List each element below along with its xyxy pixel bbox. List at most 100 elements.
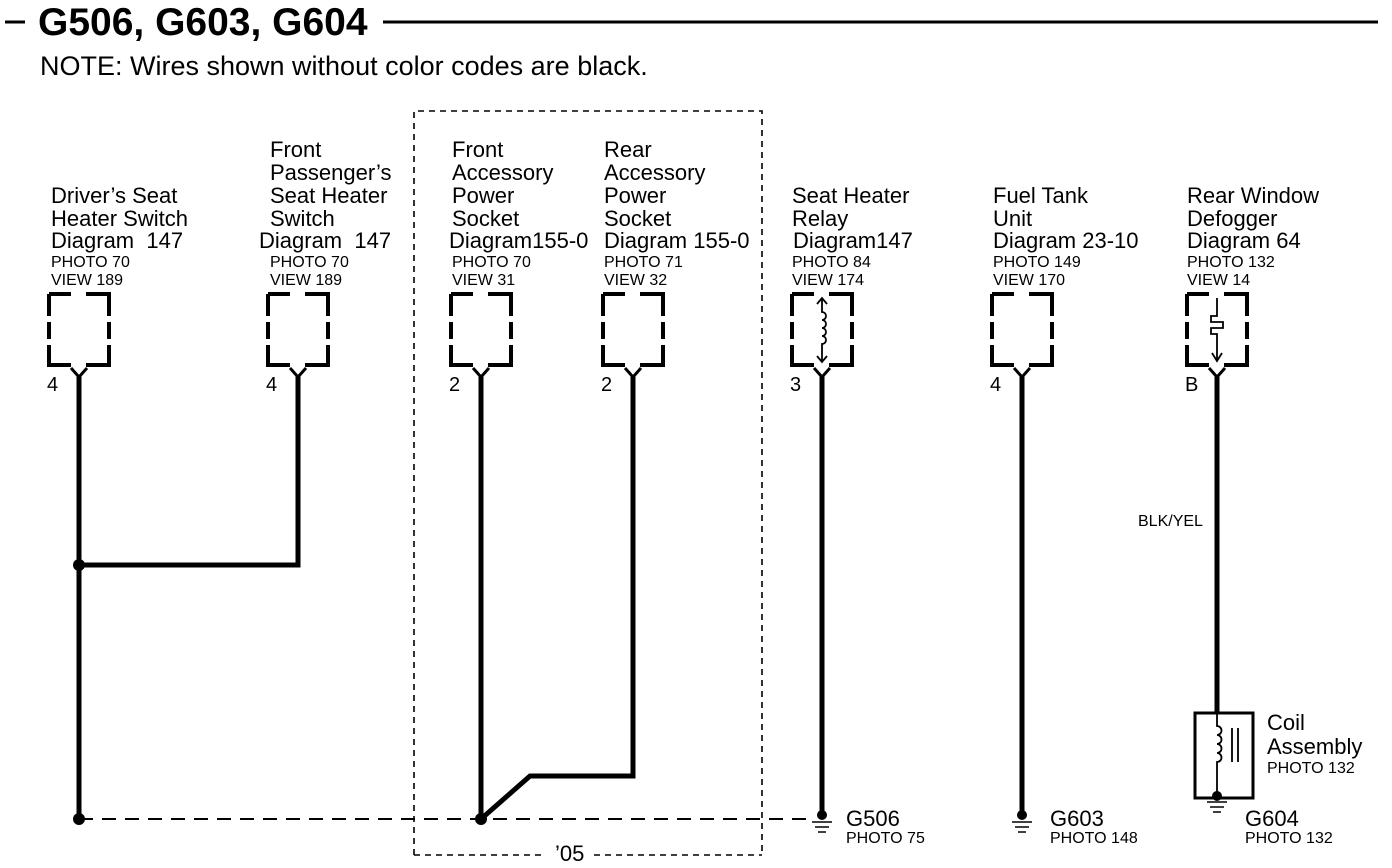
component-rear-window-defogger: Rear Window Defogger Diagram 64 PHOTO 13…: [1185, 183, 1319, 396]
terminal-symbol: [1012, 367, 1032, 380]
splice-dot: [73, 559, 85, 571]
component-name-line: Driver’s Seat: [51, 183, 177, 208]
ground-point: [1017, 810, 1027, 820]
view-reference: VIEW 14: [1187, 272, 1250, 289]
component-name-line: Socket: [604, 206, 671, 231]
ground-photo-reference: PHOTO 148: [1050, 830, 1138, 847]
option-region-outline: [413, 110, 763, 855]
view-reference: VIEW 32: [604, 272, 667, 289]
pin-number: 4: [47, 374, 58, 396]
coil-assembly-photo-reference: PHOTO 132: [1267, 760, 1355, 777]
ground-g604: G604 PHOTO 132: [1207, 791, 1333, 847]
inductor-icon: [1216, 713, 1223, 795]
component-name-line: Switch: [270, 206, 335, 231]
wiring: BLK/YEL: [73, 376, 1220, 825]
component-name-line: Front: [452, 137, 503, 162]
photo-reference: PHOTO 70: [51, 254, 130, 271]
component-name-line: Defogger: [1187, 206, 1278, 231]
component-name-line: Socket: [452, 206, 519, 231]
double-arrow-icon: [816, 296, 828, 364]
component-name-line: Heater Switch: [51, 206, 188, 231]
view-reference: VIEW 174: [792, 272, 864, 289]
splice-dot: [73, 813, 85, 825]
component-name-line: Accessory: [452, 160, 553, 185]
view-reference: VIEW 189: [51, 272, 123, 289]
coil-assembly-outline: [1193, 711, 1255, 800]
component-name-line: Unit: [993, 206, 1032, 231]
pin-number: 2: [449, 374, 460, 396]
connector-outline: [47, 292, 111, 367]
view-reference: VIEW 189: [270, 272, 342, 289]
component-name-line: Front: [270, 137, 321, 162]
page-title: G506, G603, G604: [38, 1, 368, 44]
pin-number: 4: [266, 374, 277, 396]
photo-reference: PHOTO 70: [270, 254, 349, 271]
splice-dot: [475, 813, 487, 825]
component-rear-accessory-power-socket: Rear Accessory Power Socket Diagram 155-…: [601, 137, 750, 396]
connector-outline: [990, 292, 1054, 367]
ground-g603: G603 PHOTO 148: [1012, 806, 1138, 847]
diagram-reference: Diagram147: [793, 228, 913, 253]
ground-name: G604: [1245, 806, 1299, 831]
ground-name: G506: [846, 806, 900, 831]
component-fuel-tank-unit: Fuel Tank Unit Diagram 23-10 PHOTO 149 V…: [990, 183, 1139, 396]
wire-color-note: NOTE: Wires shown without color codes ar…: [40, 51, 648, 81]
component-front-accessory-power-socket: Front Accessory Power Socket Diagram155-…: [449, 137, 588, 396]
photo-reference: PHOTO 84: [792, 254, 871, 271]
component-drivers-seat-heater-switch: Driver’s Seat Heater Switch Diagram 147 …: [47, 183, 188, 396]
diagram-reference: Diagram155-0: [449, 228, 588, 253]
inductor-core-icon: [1231, 728, 1239, 762]
terminal-symbol: [69, 367, 89, 380]
coil-assembly: Coil Assembly PHOTO 132: [1193, 710, 1362, 800]
connector-outline: [449, 292, 513, 367]
pin-number: 4: [990, 374, 1001, 396]
pin-number: 3: [790, 374, 801, 396]
component-name-line: Power: [452, 183, 514, 208]
terminal-symbol: [288, 367, 308, 380]
ground-g506: G506 PHOTO 75: [812, 806, 925, 847]
model-year-label: ’05: [555, 841, 584, 866]
component-front-passengers-seat-heater-switch: Front Passenger’s Seat Heater Switch Dia…: [259, 137, 391, 396]
connector-outline: [1185, 292, 1249, 367]
component-name-line: Relay: [792, 206, 848, 231]
component-name-line: Seat Heater: [792, 183, 909, 208]
photo-reference: PHOTO 132: [1187, 254, 1275, 271]
ground-name: G603: [1050, 806, 1104, 831]
pin-number: B: [1185, 374, 1198, 396]
ground-photo-reference: PHOTO 75: [846, 830, 925, 847]
connector-outline: [790, 292, 854, 367]
model-year-option-region: ’05: [413, 110, 763, 866]
diagram-reference: Diagram 23-10: [993, 228, 1139, 253]
coil-assembly-name-line: Coil: [1267, 710, 1305, 735]
component-name-line: Power: [604, 183, 666, 208]
diagram-reference: Diagram 147: [259, 228, 391, 253]
component-name-line: Rear Window: [1187, 183, 1319, 208]
terminal-symbol: [1207, 367, 1227, 380]
photo-reference: PHOTO 71: [604, 254, 683, 271]
ground-icon: [1207, 801, 1227, 813]
ground-icon: [812, 821, 832, 833]
photo-reference: PHOTO 149: [993, 254, 1081, 271]
component-name-line: Passenger’s: [270, 160, 391, 185]
diagram-reference: Diagram 155-0: [604, 228, 750, 253]
diagram-reference: Diagram 147: [51, 228, 183, 253]
heating-element-icon: [1210, 298, 1224, 360]
connector-outline: [266, 292, 330, 367]
component-seat-heater-relay: Seat Heater Relay Diagram147 PHOTO 84 VI…: [790, 183, 913, 396]
component-name-line: Accessory: [604, 160, 705, 185]
ground-point: [1212, 791, 1222, 801]
page-header: G506, G603, G604 NOTE: Wires shown witho…: [5, 1, 1378, 81]
terminal-symbol: [471, 367, 491, 380]
component-name-line: Fuel Tank: [993, 183, 1089, 208]
terminal-symbol: [623, 367, 643, 380]
ground-point: [817, 810, 827, 820]
photo-reference: PHOTO 70: [452, 254, 531, 271]
coil-assembly-name-line: Assembly: [1267, 734, 1362, 759]
terminal-symbol: [812, 367, 832, 380]
wire-color-label: BLK/YEL: [1138, 513, 1203, 530]
component-name-line: Seat Heater: [270, 183, 387, 208]
view-reference: VIEW 31: [452, 272, 515, 289]
wire-front-passengers-seat-heater-switch: [79, 376, 301, 568]
